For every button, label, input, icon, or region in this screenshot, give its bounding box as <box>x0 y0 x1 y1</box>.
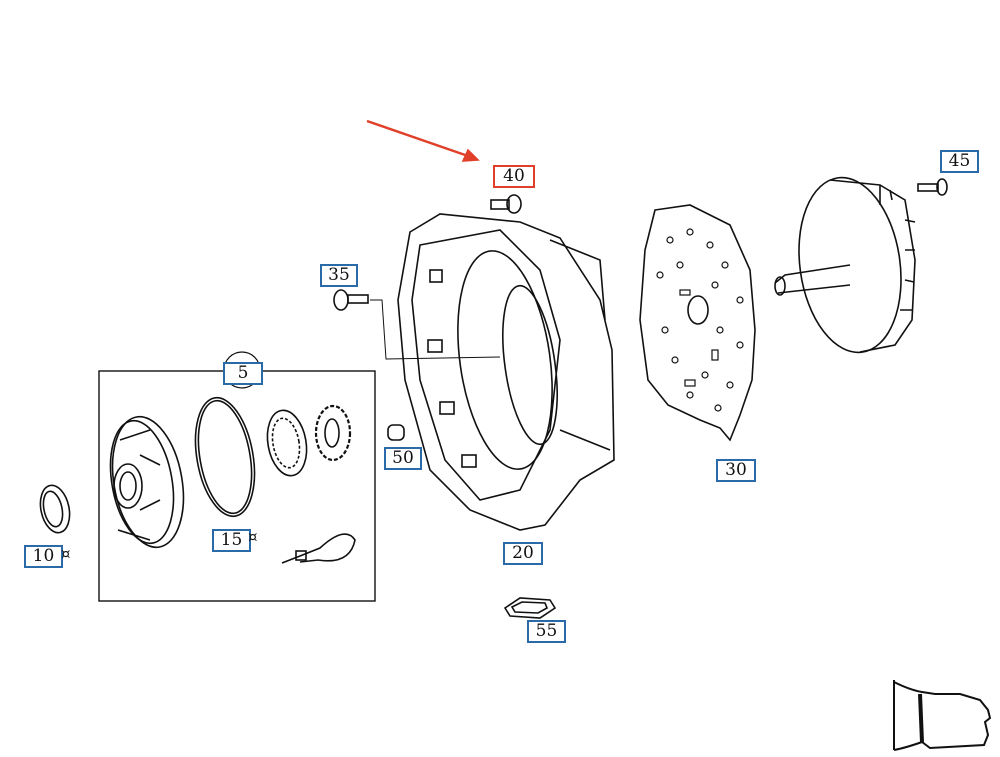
transmission-housing-20 <box>397 213 615 531</box>
footnote-mark-15: ¤ <box>248 528 258 546</box>
bolt-40 <box>490 194 522 214</box>
o-ring-15 <box>194 396 256 518</box>
highlight-arrow <box>366 119 480 162</box>
seal-ring-10 <box>39 484 71 534</box>
callout-55[interactable]: 55 <box>527 620 566 643</box>
cover-drum <box>774 176 948 354</box>
callout-30[interactable]: 30 <box>716 459 756 482</box>
transmission-thumbnail <box>893 680 992 751</box>
cable-tie <box>281 533 356 564</box>
footnote-mark-10: ¤ <box>61 545 71 563</box>
gasket-55 <box>503 597 557 619</box>
callout-10[interactable]: 10 <box>24 545 63 568</box>
pump-gears <box>266 404 352 477</box>
oil-pump-body <box>109 415 185 549</box>
callout-20[interactable]: 20 <box>503 542 543 565</box>
callout-35[interactable]: 35 <box>320 264 358 287</box>
bolt-35 <box>333 289 501 360</box>
callout-40[interactable]: 40 <box>493 165 535 188</box>
callout-5[interactable]: 5 <box>223 362 263 385</box>
callout-50[interactable]: 50 <box>384 447 422 470</box>
dowel-pin-50 <box>387 424 405 441</box>
callout-45[interactable]: 45 <box>940 150 979 173</box>
callout-15[interactable]: 15 <box>212 529 251 552</box>
valve-plate-30 <box>639 204 756 442</box>
